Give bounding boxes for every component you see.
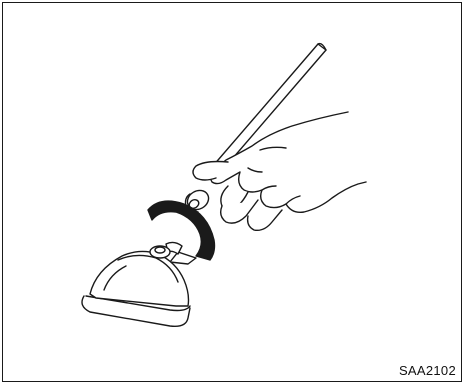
figure-code: SAA2102 <box>399 363 456 378</box>
hand <box>193 112 366 230</box>
